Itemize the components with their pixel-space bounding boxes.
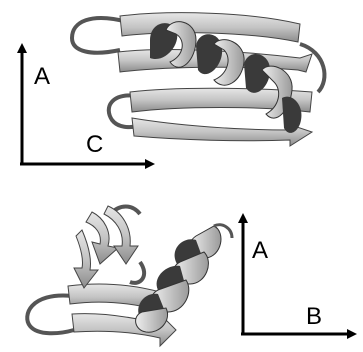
top-axis-label-a: A <box>34 63 50 90</box>
bottom-axis-label-a: A <box>252 237 268 264</box>
bottom-beta-strand-5 <box>74 230 98 288</box>
bottom-axis-label-b: B <box>306 303 322 330</box>
top-axis-label-c: C <box>86 131 103 158</box>
bottom-axes: A B <box>241 218 352 334</box>
bottom-protein-ribbon <box>27 206 232 346</box>
bottom-alpha-helix <box>136 225 232 332</box>
bottom-loop-left <box>27 296 74 334</box>
bottom-loop-mid <box>130 262 144 283</box>
top-protein-ribbon <box>72 13 324 146</box>
top-loop-upper <box>72 18 128 53</box>
